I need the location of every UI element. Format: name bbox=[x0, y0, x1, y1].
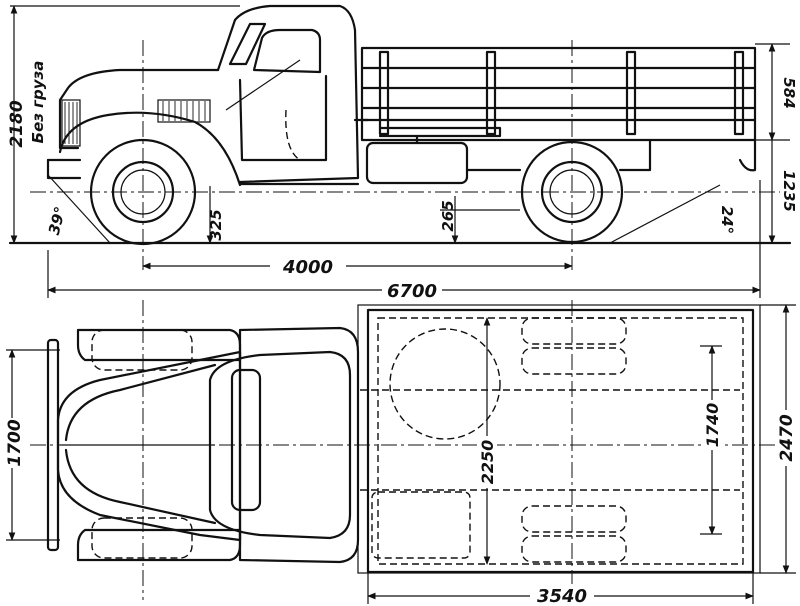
cab-door bbox=[238, 74, 328, 162]
dim-overall-width: 2470 bbox=[777, 414, 797, 461]
front-fender bbox=[58, 111, 242, 187]
cab-outline bbox=[216, 4, 360, 184]
spare-wheel bbox=[389, 328, 501, 440]
dim-wheelbase: 4000 bbox=[282, 257, 333, 278]
dim-rear-track: 1740 bbox=[703, 403, 722, 448]
dim-platform-inner-width: 2250 bbox=[478, 440, 497, 485]
hood-outline bbox=[58, 68, 220, 150]
side-dimensions: 2180 Без груза 39° 325 265 24° 584 1235 … bbox=[7, 5, 798, 302]
grille bbox=[61, 99, 81, 147]
hood-top bbox=[56, 350, 242, 542]
dim-approach-angle: 39° bbox=[45, 205, 70, 237]
dim-platform-length: 3540 bbox=[537, 586, 587, 606]
front-wheel-top-right bbox=[91, 517, 193, 559]
dim-overall-height: 2180 bbox=[7, 100, 27, 147]
dim-overall-length: 6700 bbox=[387, 281, 437, 302]
hood-louvers bbox=[157, 99, 211, 123]
dim-front-track: 1700 bbox=[5, 419, 25, 466]
note-without-load: Без груза bbox=[29, 61, 47, 144]
cargo-platform bbox=[366, 308, 755, 574]
top-view bbox=[30, 300, 780, 600]
dim-platform-height: 1235 bbox=[780, 170, 798, 212]
body-stakes bbox=[378, 50, 745, 136]
cab-window bbox=[252, 28, 322, 74]
dim-departure-angle: 24° bbox=[718, 206, 736, 234]
cargo-body bbox=[360, 46, 757, 142]
top-dimensions: 1700 2250 1740 2470 3540 bbox=[4, 304, 797, 606]
front-wheel-top-left bbox=[91, 329, 193, 371]
dim-rear-clearance: 265 bbox=[439, 200, 457, 231]
side-view bbox=[8, 4, 792, 270]
fuel-tank bbox=[365, 141, 469, 185]
dim-front-clearance: 325 bbox=[207, 209, 225, 240]
dim-side-height: 584 bbox=[780, 77, 798, 108]
